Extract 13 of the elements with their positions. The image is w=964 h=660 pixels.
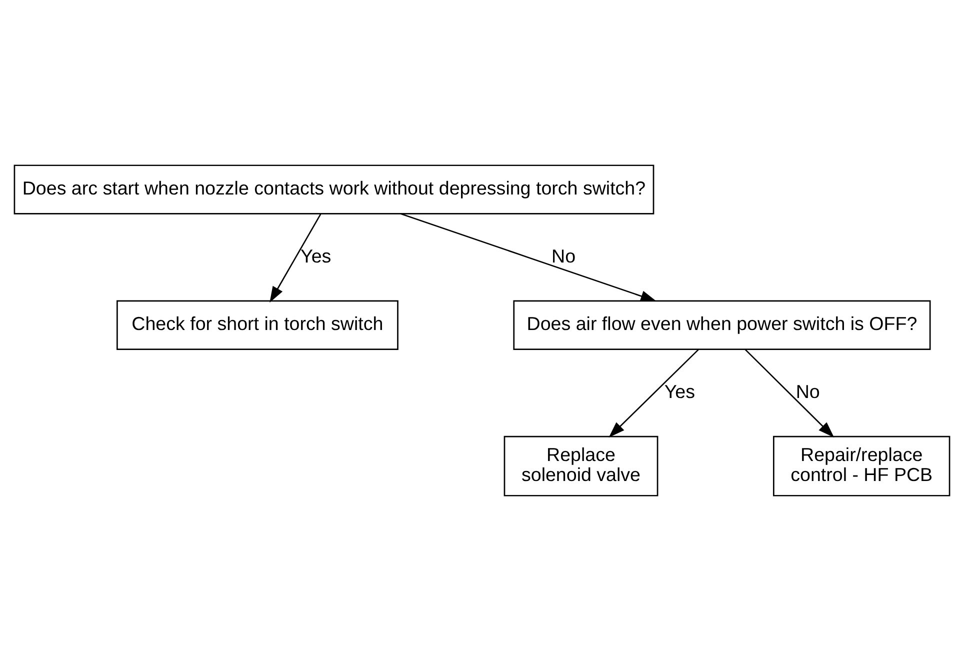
arrow [400, 212, 657, 302]
edge-label: No [796, 380, 820, 402]
node-box: Replace solenoid valve [504, 435, 658, 496]
edge-label: No [552, 244, 576, 266]
edge-label: Yes [300, 244, 332, 266]
node-box: Does arc start when nozzle contacts work without depressing torch switch? [14, 164, 654, 214]
node-box: Does air flow even when power switch is OFF? [513, 300, 931, 350]
node-box: Check for short in torch switch [116, 300, 398, 350]
node-box: Repair/replace control - HF PCB [772, 435, 950, 496]
arrow [744, 348, 834, 438]
arrow [270, 213, 322, 302]
arrow [608, 348, 700, 438]
edge-label: Yes [664, 380, 696, 402]
